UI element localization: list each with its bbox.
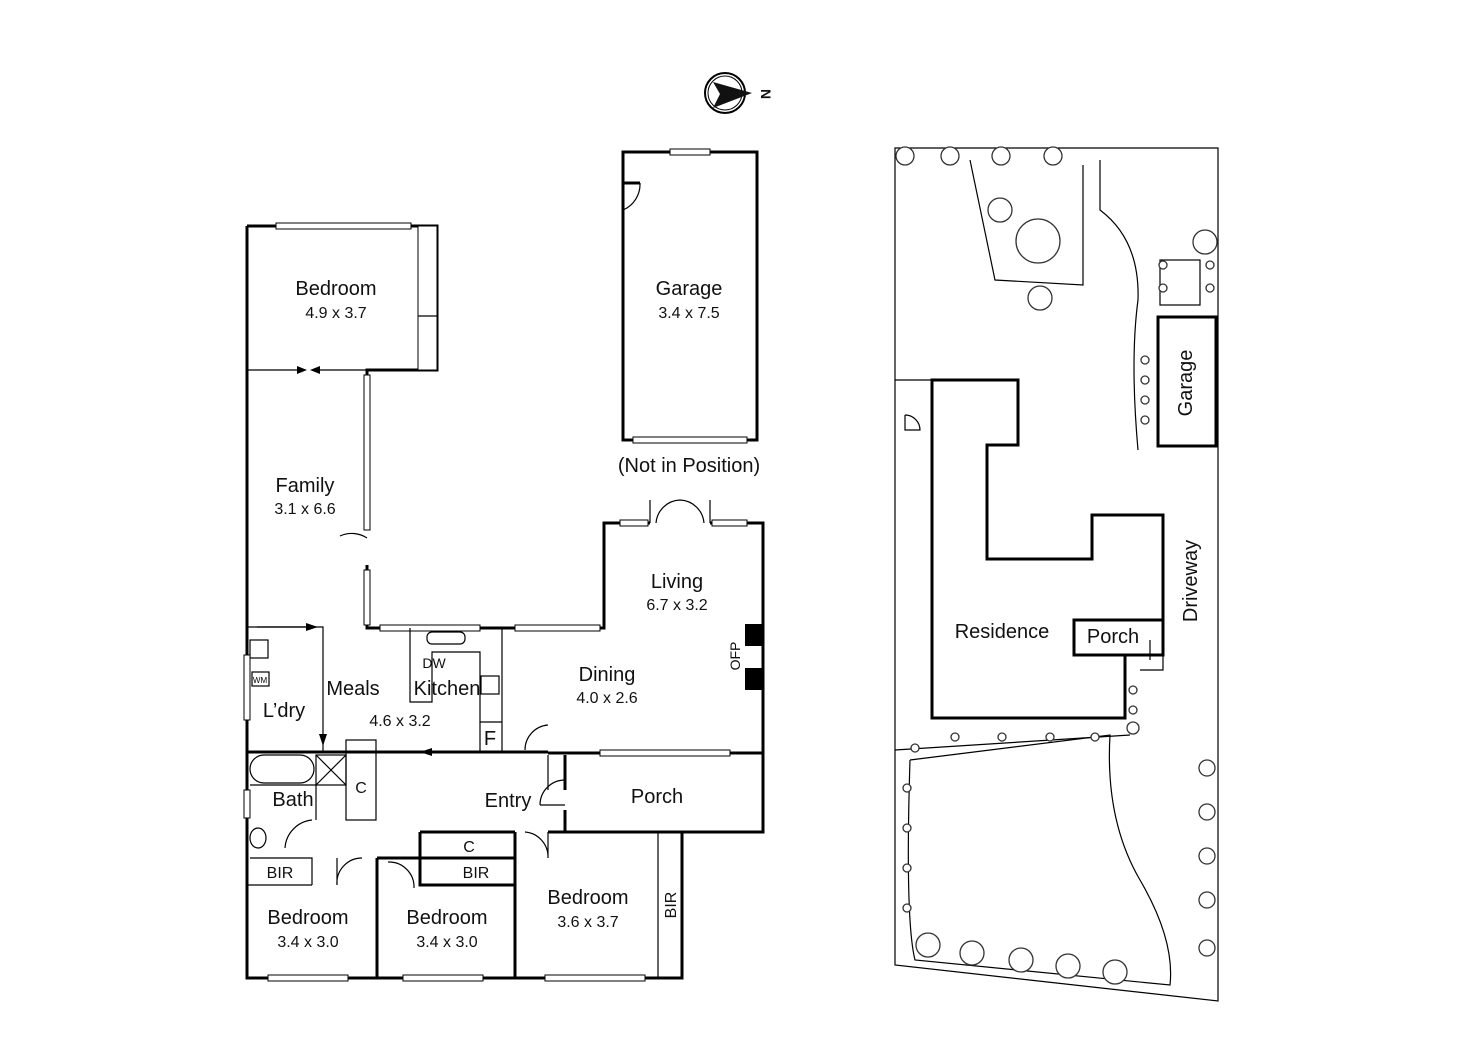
site-residence	[930, 378, 1165, 720]
room-name: Living	[651, 571, 703, 593]
room-size: 4.0 x 2.6	[576, 690, 637, 707]
room-size: 3.4 x 3.0	[277, 934, 338, 951]
site-plan: Garage Residence Porch Driveway	[894, 146, 1219, 1002]
garage-note: (Not in Position)	[618, 455, 760, 477]
wm-label: WM	[253, 676, 268, 685]
garage-walls	[621, 148, 759, 444]
house-walls	[243, 222, 765, 982]
bath-label: Bath	[272, 789, 313, 811]
ofp-label: OFP	[727, 642, 743, 671]
porch-label: Porch	[631, 786, 683, 808]
site-residence-label: Residence	[955, 621, 1050, 643]
room-size: 3.1 x 6.6	[274, 501, 335, 518]
room-name: Kitchen	[414, 678, 481, 700]
room-size: 3.6 x 3.7	[557, 914, 618, 931]
room-name: Meals	[326, 678, 379, 700]
bir-label: BIR	[663, 892, 680, 919]
room-size: 4.9 x 3.7	[305, 305, 366, 322]
compass-label: N	[758, 89, 774, 99]
room-size: 3.4 x 7.5	[658, 305, 719, 322]
room-name: Garage	[656, 278, 723, 300]
bir-label: BIR	[463, 865, 490, 882]
site-garage	[1156, 315, 1218, 448]
cupboard-label: C	[355, 780, 367, 797]
driveway-label: Driveway	[1180, 540, 1202, 622]
room-name: Bedroom	[547, 887, 628, 909]
tree-icon	[895, 146, 1218, 985]
north-compass-icon: N	[704, 72, 774, 114]
room-name: Bedroom	[267, 907, 348, 929]
room-size: 6.7 x 3.2	[646, 597, 707, 614]
site-porch	[1072, 618, 1165, 657]
room-name: Dining	[579, 664, 636, 686]
room-name: Family	[276, 475, 335, 497]
room-name: Bedroom	[406, 907, 487, 929]
cupboard-label: C	[463, 839, 475, 856]
room-size: 3.4 x 3.0	[416, 934, 477, 951]
dw-label: DW	[422, 655, 446, 671]
bir-label: BIR	[267, 865, 294, 882]
room-size: 4.6 x 3.2	[369, 713, 430, 730]
entry-label: Entry	[485, 790, 532, 812]
site-garage-label: Garage	[1175, 350, 1197, 417]
floor-plan-labels: Bedroom 4.9 x 3.7 Garage 3.4 x 7.5 (Not …	[253, 278, 760, 951]
site-porch-label: Porch	[1087, 626, 1139, 648]
fridge-label: F	[484, 728, 496, 750]
laundry-label: L’dry	[263, 700, 305, 722]
room-name: Bedroom	[295, 278, 376, 300]
